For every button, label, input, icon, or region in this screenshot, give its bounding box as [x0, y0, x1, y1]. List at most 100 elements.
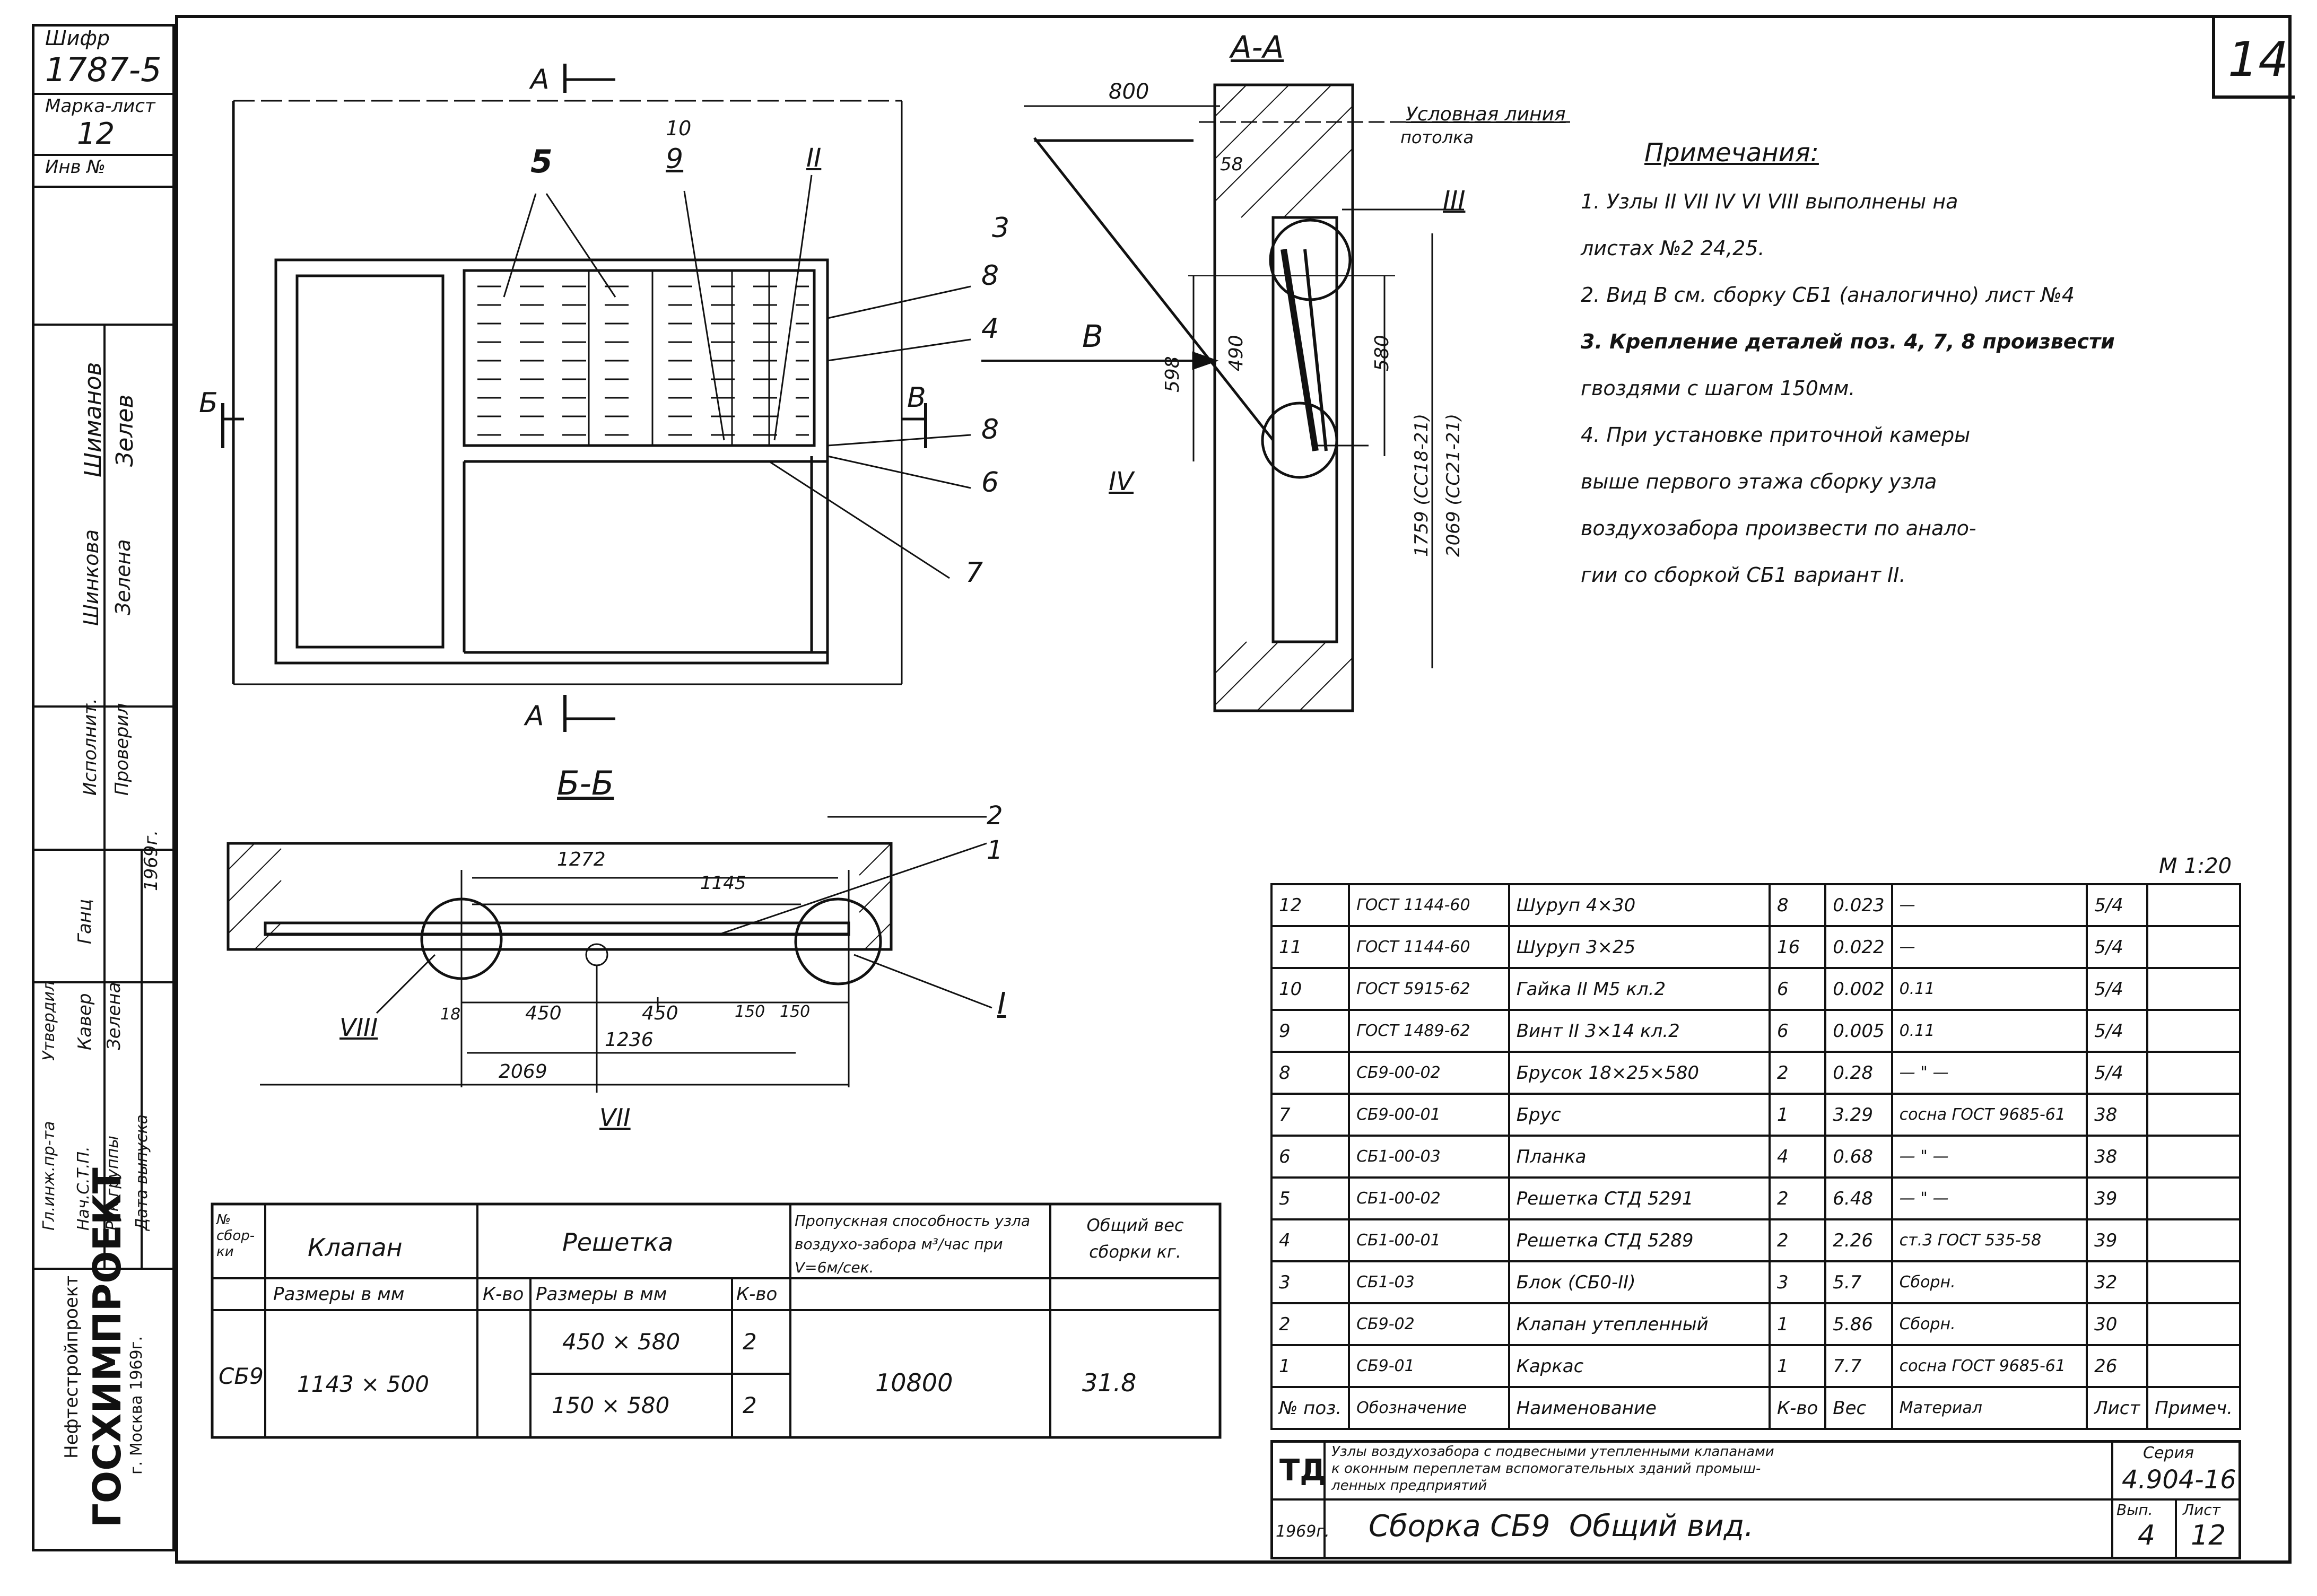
- spec-cell: 39: [2086, 1218, 2149, 1262]
- spec-cell: —: [1891, 925, 2088, 969]
- spec-cell: [2146, 883, 2241, 927]
- st-h-valve-qty: К-во: [483, 1284, 524, 1305]
- spec-cell: сосна ГОСТ 9685-61: [1891, 1093, 2088, 1137]
- sheet-number-box: [2212, 16, 2295, 99]
- node-viii: VIII: [339, 1013, 378, 1042]
- node-i: I: [997, 987, 1006, 1021]
- dim-580: 580: [1371, 335, 1393, 371]
- dim-1759: 1759 (СС18-21): [1411, 413, 1432, 557]
- divider: [34, 849, 172, 851]
- cut-a-top: А: [530, 64, 550, 95]
- spec-cell: Блок (СБ0-II): [1508, 1260, 1771, 1304]
- dim-450b: 450: [642, 1002, 678, 1024]
- st-grid-size-2: 150 × 580: [552, 1392, 670, 1418]
- spec-cell: СБ9-00-02: [1348, 1051, 1510, 1095]
- st-h-grid-size: Размеры в мм: [536, 1284, 667, 1305]
- title-desc-1: Узлы воздухозабора с подвесными утепленн…: [1331, 1444, 1774, 1460]
- note-line-8: воздухозабора произвести по анало-: [1581, 517, 1976, 540]
- divider: [34, 93, 172, 95]
- spec-cell: 6: [1769, 967, 1827, 1011]
- spec-cell: 38: [2086, 1093, 2149, 1137]
- st-h-weight: Общий вес сборки кг.: [1086, 1215, 1184, 1262]
- dim-58: 58: [1220, 154, 1243, 175]
- spec-cell: К-во: [1769, 1386, 1827, 1430]
- spec-cell: 0.11: [1891, 1009, 2088, 1053]
- spec-cell: Сборн.: [1891, 1260, 2088, 1304]
- spec-cell: [2146, 1051, 2241, 1095]
- spec-cell: 6.48: [1824, 1176, 1893, 1220]
- code-label: Шифр: [45, 27, 110, 50]
- sheet-label: Лист: [2183, 1501, 2220, 1519]
- spec-cell: 10: [1270, 967, 1351, 1011]
- spec-cell: Наименование: [1508, 1386, 1771, 1430]
- title-year: 1969г.: [1276, 1522, 1330, 1541]
- dim-150b: 150: [780, 1002, 811, 1021]
- spec-cell: 3: [1769, 1260, 1827, 1304]
- spec-cell: СБ9-02: [1348, 1302, 1510, 1346]
- section-bb-title: Б-Б: [557, 764, 614, 803]
- section-aa-view: [981, 83, 1570, 712]
- st-h-valve-size: Размеры в мм: [273, 1284, 405, 1305]
- spec-cell: Брус: [1508, 1093, 1771, 1137]
- note-line-1: 1. Узлы II VII IV VI VIII выполнены на: [1581, 190, 1958, 213]
- cut-b-left: Б: [199, 387, 218, 419]
- mark-3: 3: [992, 212, 1010, 244]
- mark-6: 6: [981, 467, 999, 499]
- note-line-6: 4. При установке приточной камеры: [1581, 423, 1971, 447]
- mark-10: 10: [666, 117, 692, 140]
- inv-label: Инв №: [45, 156, 106, 178]
- spec-cell: 0.28: [1824, 1051, 1893, 1095]
- spec-cell: Винт II 3×14 кл.2: [1508, 1009, 1771, 1053]
- spec-cell: 39: [2086, 1176, 2149, 1220]
- dim-490: 490: [1225, 335, 1247, 371]
- dim-598: 598: [1162, 356, 1183, 393]
- dim-150a: 150: [735, 1002, 765, 1021]
- spec-cell: 7.7: [1824, 1344, 1893, 1388]
- spec-cell: Примеч.: [2146, 1386, 2241, 1430]
- td-code: ТД: [1279, 1453, 1327, 1488]
- spec-cell: [2146, 1135, 2241, 1179]
- spec-cell: 3: [1270, 1260, 1351, 1304]
- spec-cell: Шуруп 4×30: [1508, 883, 1771, 927]
- spec-cell: 5.7: [1824, 1260, 1893, 1304]
- mark-label: Марка-лист: [45, 95, 155, 117]
- dim-18: 18: [440, 1005, 461, 1024]
- divider: [34, 1268, 172, 1270]
- spec-cell: [2146, 925, 2241, 969]
- notes-block: Примечания: 1. Узлы II VII IV VI VIII вы…: [1581, 138, 2260, 598]
- spec-cell: 5/4: [2086, 925, 2149, 969]
- mark-8: 8: [981, 260, 999, 292]
- dim-450a: 450: [525, 1002, 562, 1024]
- note-line-4: 3. Крепление деталей поз. 4, 7, 8 произв…: [1581, 330, 2115, 353]
- dim-2069: 2069 (СС21-21): [1443, 413, 1464, 557]
- spec-cell: 5.86: [1824, 1302, 1893, 1346]
- spec-cell: 5/4: [2086, 1009, 2149, 1053]
- mark-5: 5: [530, 143, 553, 180]
- sheet-value: 12: [2191, 1520, 2226, 1551]
- dim-2069-bb: 2069: [499, 1061, 547, 1083]
- st-h-grid: Решетка: [562, 1228, 674, 1257]
- spec-cell: [2146, 1344, 2241, 1388]
- mark-ii: II: [806, 143, 822, 173]
- spec-cell: [2146, 1218, 2241, 1262]
- section-bb-view: [227, 816, 992, 1093]
- divider: [1273, 1498, 2238, 1501]
- series-value: 4.904-16: [2122, 1465, 2236, 1495]
- spec-cell: 8: [1270, 1051, 1351, 1095]
- note-line-3: 2. Вид В см. сборку СБ1 (аналогично) лис…: [1581, 283, 2075, 307]
- spec-cell: 2: [1769, 1176, 1827, 1220]
- spec-cell: СБ9-01: [1348, 1344, 1510, 1388]
- st-grid-size-1: 450 × 580: [562, 1329, 681, 1355]
